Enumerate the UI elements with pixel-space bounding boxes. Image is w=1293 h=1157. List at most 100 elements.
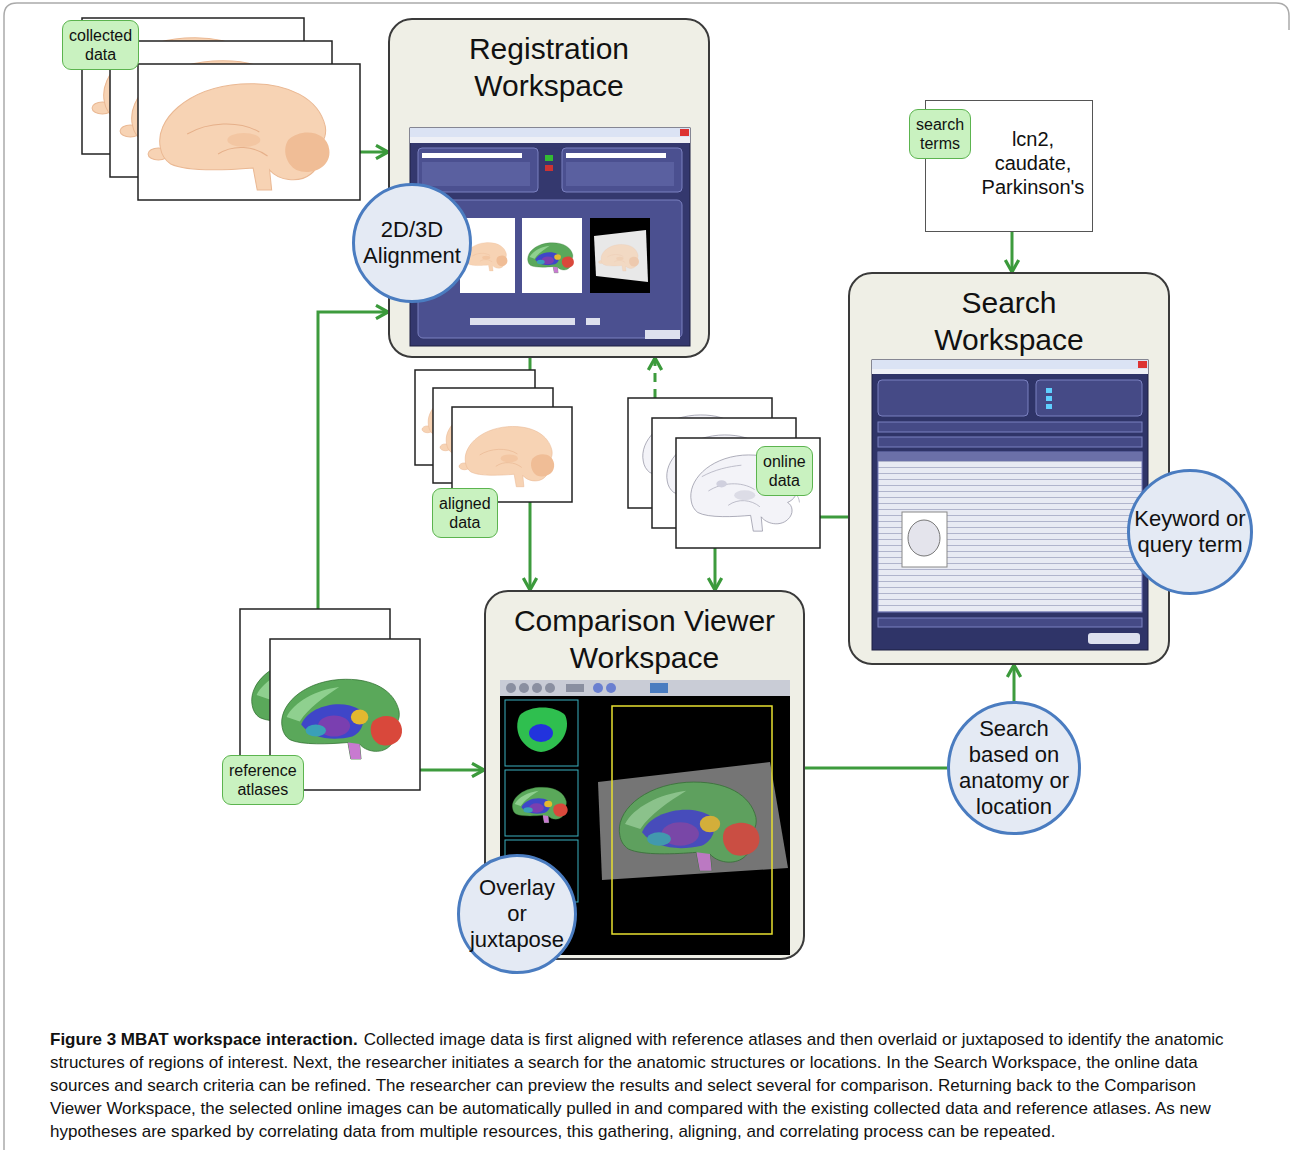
checkbox	[1046, 396, 1052, 401]
brain-image	[598, 244, 639, 271]
button	[545, 165, 553, 171]
checkbox	[1046, 388, 1052, 393]
atlas-images	[240, 609, 420, 790]
panel	[418, 148, 538, 192]
figure-frame	[4, 3, 1289, 1150]
method-label: Overlay or juxtapose	[468, 875, 566, 953]
tile	[460, 218, 515, 293]
image-frame	[270, 639, 420, 790]
section-image	[691, 455, 800, 531]
tile	[590, 218, 650, 293]
registration-screenshot	[410, 128, 690, 346]
button	[586, 318, 600, 325]
online-images	[628, 398, 820, 548]
window	[410, 128, 690, 346]
data-tag: collected data	[62, 20, 139, 70]
atlas-image	[282, 679, 402, 759]
button	[645, 330, 680, 339]
list	[422, 162, 530, 186]
workspace-panel: Search WorkspaceKeyword or query term	[848, 272, 1170, 665]
connector	[360, 151, 388, 154]
field	[566, 153, 666, 158]
method-label: 2D/3D Alignment	[360, 217, 464, 269]
tile	[522, 218, 582, 293]
method-label: Keyword or query term	[1132, 506, 1248, 558]
image-frame	[628, 398, 772, 508]
result-bar	[878, 422, 1142, 432]
method-circle: Overlay or juxtapose	[457, 854, 577, 974]
view-pane	[505, 770, 578, 836]
atlas-image	[619, 782, 759, 871]
image-frame	[138, 64, 360, 200]
brain-image	[92, 38, 273, 144]
workspace-panel: Comparison Viewer WorkspaceOverlay or ju…	[484, 590, 805, 960]
image-stack: reference atlases	[240, 609, 420, 790]
atlas-image	[528, 243, 574, 273]
result-table	[878, 452, 1142, 612]
search-screenshot	[872, 360, 1148, 650]
connector	[1011, 232, 1014, 272]
figure-caption: Figure 3 MBAT workspace interaction.Coll…	[50, 1028, 1245, 1143]
comparison-screenshot	[500, 680, 790, 955]
tool-icon	[532, 683, 542, 693]
panel	[878, 380, 1028, 416]
tool-icon	[506, 683, 516, 693]
brain-image	[463, 243, 508, 271]
view-pane	[505, 700, 578, 766]
section-image	[643, 415, 752, 491]
atlas-image	[252, 657, 372, 737]
connector	[820, 516, 848, 519]
atlas-image	[512, 787, 567, 822]
view-pane	[505, 840, 578, 902]
title-bar	[872, 360, 1148, 369]
view-bounds	[612, 706, 772, 934]
image-frame	[652, 418, 796, 528]
button	[1088, 633, 1140, 644]
collected-images	[82, 18, 360, 200]
workspace-title: Comparison Viewer Workspace	[500, 602, 790, 676]
list	[566, 162, 674, 186]
connector	[529, 358, 532, 370]
connector	[529, 502, 532, 590]
connector	[420, 769, 484, 772]
data-tag: reference atlases	[222, 755, 304, 805]
image-frame	[676, 438, 820, 548]
connector	[1013, 665, 1016, 701]
window	[872, 360, 1148, 650]
tool-icon	[519, 683, 529, 693]
method-label: Search based on anatomy or location	[958, 716, 1070, 820]
brain-image	[440, 407, 535, 467]
coronal-atlas	[517, 708, 567, 753]
brain-image	[148, 84, 329, 190]
image-stack: aligned data	[415, 370, 572, 502]
overlaid-image	[598, 762, 788, 880]
menu-bar	[872, 369, 1148, 374]
panel	[562, 148, 682, 192]
connector	[805, 767, 947, 770]
tool-icon	[593, 683, 603, 693]
viewer	[500, 680, 790, 955]
tool-icon	[606, 683, 616, 693]
image-frame	[415, 370, 535, 465]
result-bar	[878, 437, 1142, 447]
workspace-title: Search Workspace	[889, 284, 1129, 358]
method-circle: 2D/3D Alignment	[352, 183, 472, 303]
panel	[1036, 380, 1142, 416]
table-header	[878, 452, 1142, 461]
checkbox	[1046, 404, 1052, 409]
toolbar	[500, 680, 790, 696]
tool-icon	[545, 683, 555, 693]
title-bar	[410, 128, 690, 137]
image-frame	[452, 407, 572, 502]
brain-image	[459, 426, 554, 486]
field	[422, 153, 522, 158]
brain-image	[120, 61, 301, 167]
search-terms-text: lcn2, caudate, Parkinson's	[980, 127, 1086, 199]
connector	[318, 312, 388, 609]
tool-icon	[566, 684, 584, 692]
brain-image	[422, 389, 517, 449]
data-tag: aligned data	[432, 488, 498, 538]
warped-image	[594, 230, 648, 282]
coronal-region	[529, 724, 553, 742]
